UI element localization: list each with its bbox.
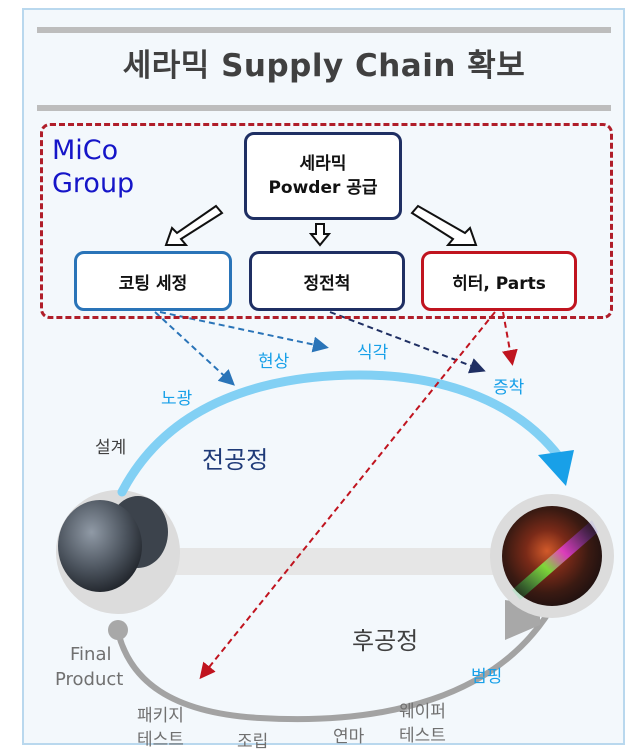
group-label-line2: Group xyxy=(52,168,135,199)
top-rule xyxy=(37,27,611,33)
back-end-arc xyxy=(115,599,558,723)
middle-band xyxy=(95,548,560,575)
step-deposition: 증착 xyxy=(493,378,525,398)
final-product-dot xyxy=(108,620,128,640)
front-end-arrowhead xyxy=(538,450,574,486)
powder-line1: 세라믹 xyxy=(299,154,347,174)
mico-group-label: MiCo Group xyxy=(52,134,134,200)
final-product-line1: Final xyxy=(70,644,112,665)
back-end-label: 후공정 xyxy=(352,627,419,655)
step-bumping: 범핑 xyxy=(471,667,503,687)
heater-to-deposition xyxy=(502,311,518,366)
arrow-to-heater xyxy=(410,204,478,246)
step-develop: 현상 xyxy=(258,352,290,372)
title-underline xyxy=(37,105,611,111)
coating-cleaning-box: 코팅 세정 xyxy=(74,251,232,311)
wafer-rainbow xyxy=(512,520,598,600)
step-design: 설계 xyxy=(95,438,127,458)
front-end-label: 전공정 xyxy=(202,446,269,474)
step-wafer-test-line2: 테스트 xyxy=(399,726,446,746)
step-wafer-test-line1: 웨이퍼 xyxy=(399,702,446,722)
mico-group-box xyxy=(40,123,613,319)
step-exposure: 노광 xyxy=(161,389,193,409)
heater-to-package-test xyxy=(199,311,496,680)
coating-to-exposure xyxy=(154,311,235,386)
chuck-to-deposition xyxy=(329,311,486,374)
step-grinding: 연마 xyxy=(333,727,365,747)
front-end-arc xyxy=(117,370,565,497)
powder-supply-box: 세라믹 Powder 공급 xyxy=(244,132,402,220)
step-assembly: 조립 xyxy=(237,732,269,752)
page-title: 세라믹 Supply Chain 확보 xyxy=(122,48,526,84)
step-package-test-line1: 패키지 xyxy=(137,706,184,726)
electrostatic-chuck-box: 정전척 xyxy=(249,251,405,311)
arrow-to-chuck xyxy=(308,223,332,247)
ceramic-disc-front xyxy=(58,500,142,592)
step-etch: 식각 xyxy=(357,343,389,363)
group-label-line1: MiCo xyxy=(52,135,119,166)
heater-parts-box: 히터, Parts xyxy=(421,251,577,311)
powder-line2: Powder 공급 xyxy=(268,178,378,198)
coating-to-develop xyxy=(159,311,329,353)
arrow-to-coating xyxy=(164,204,224,246)
step-package-test-line2: 테스트 xyxy=(137,730,184,750)
final-product-line2: Product xyxy=(55,669,124,690)
